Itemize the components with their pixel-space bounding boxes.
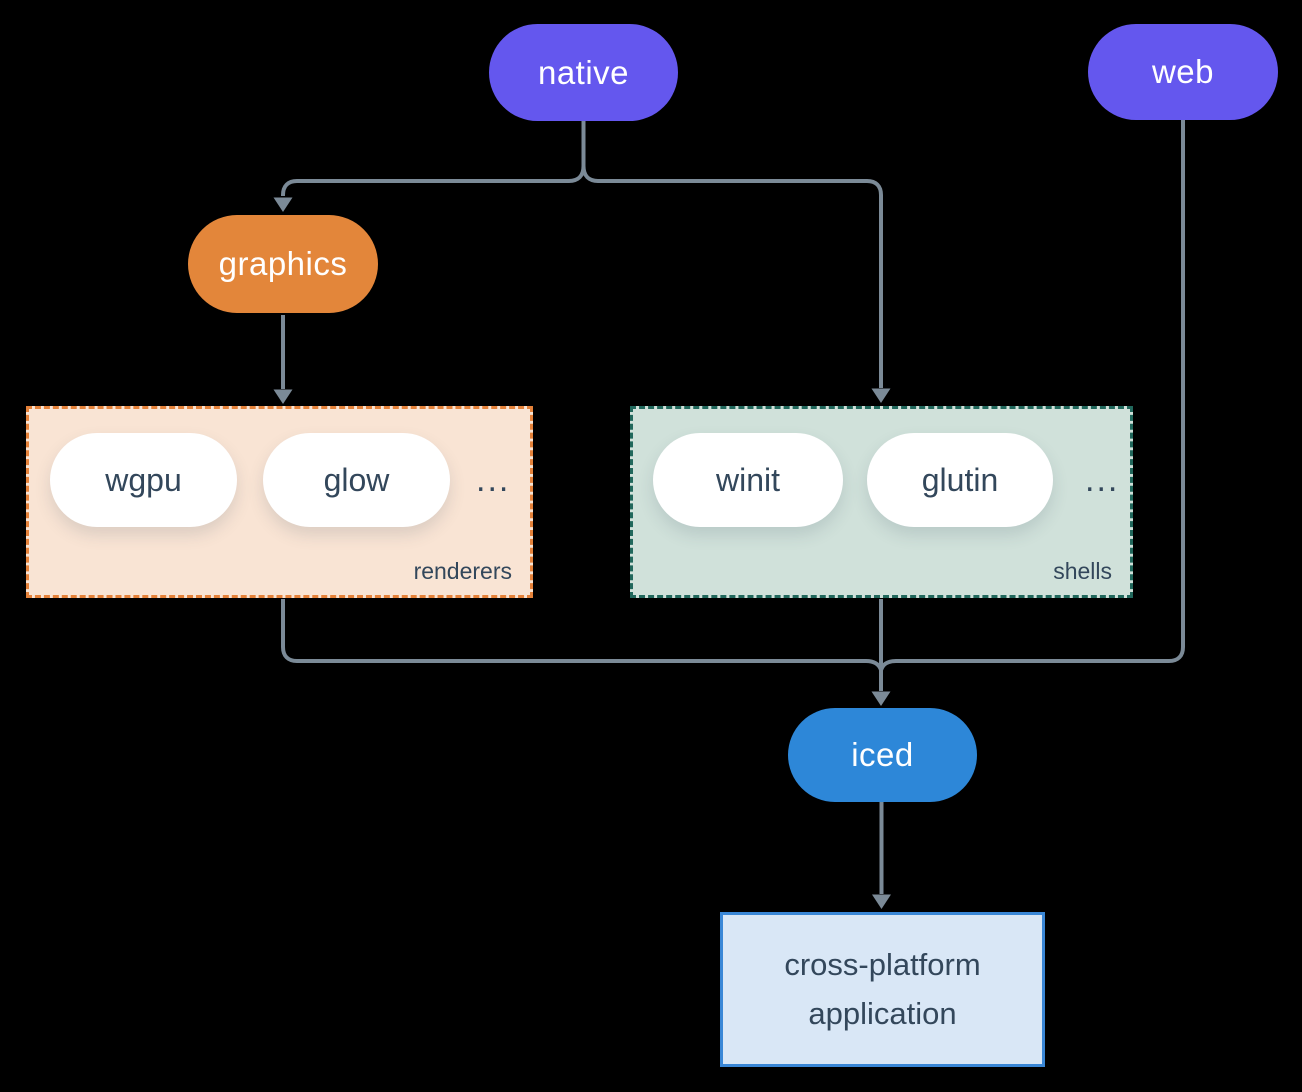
renderers-ellipsis: ... bbox=[476, 460, 511, 499]
node-winit: winit bbox=[653, 433, 843, 527]
node-wgpu-label: wgpu bbox=[105, 461, 182, 498]
node-glow: glow bbox=[263, 433, 450, 527]
node-glutin: glutin bbox=[867, 433, 1053, 527]
node-wgpu: wgpu bbox=[50, 433, 237, 527]
node-graphics-label: graphics bbox=[218, 245, 348, 282]
edge-native-to-shells bbox=[581, 165, 883, 388]
shells-ellipsis: ... bbox=[1085, 460, 1120, 499]
edge-web-to-merge bbox=[879, 120, 1185, 671]
arrowhead-application bbox=[872, 894, 891, 909]
node-web-label: web bbox=[1151, 53, 1215, 90]
renderers-group-label: renderers bbox=[413, 558, 512, 584]
node-web: web bbox=[1088, 24, 1278, 120]
arrowhead-iced bbox=[871, 691, 891, 706]
node-iced: iced bbox=[788, 708, 977, 802]
group-renderers: wgpu glow ... renderers bbox=[26, 406, 533, 598]
node-glutin-label: glutin bbox=[921, 461, 999, 498]
node-native: native bbox=[489, 24, 678, 121]
arrowhead-shells bbox=[871, 388, 891, 403]
shells-group-label: shells bbox=[1053, 558, 1112, 584]
node-application-label: cross-platform application bbox=[784, 947, 981, 1031]
node-native-label: native bbox=[537, 53, 630, 91]
group-shells: winit glutin ... shells bbox=[630, 406, 1133, 598]
node-iced-label: iced bbox=[851, 736, 914, 773]
edge-renderers-to-merge bbox=[281, 599, 883, 671]
edge-native-to-graphics bbox=[281, 165, 586, 197]
arrowhead-graphics bbox=[273, 197, 293, 212]
node-winit-label: winit bbox=[715, 461, 780, 498]
arrowhead-renderers bbox=[273, 389, 293, 404]
node-application: cross-platform application bbox=[720, 912, 1045, 1067]
node-graphics: graphics bbox=[188, 215, 378, 313]
node-glow-label: glow bbox=[323, 461, 390, 498]
